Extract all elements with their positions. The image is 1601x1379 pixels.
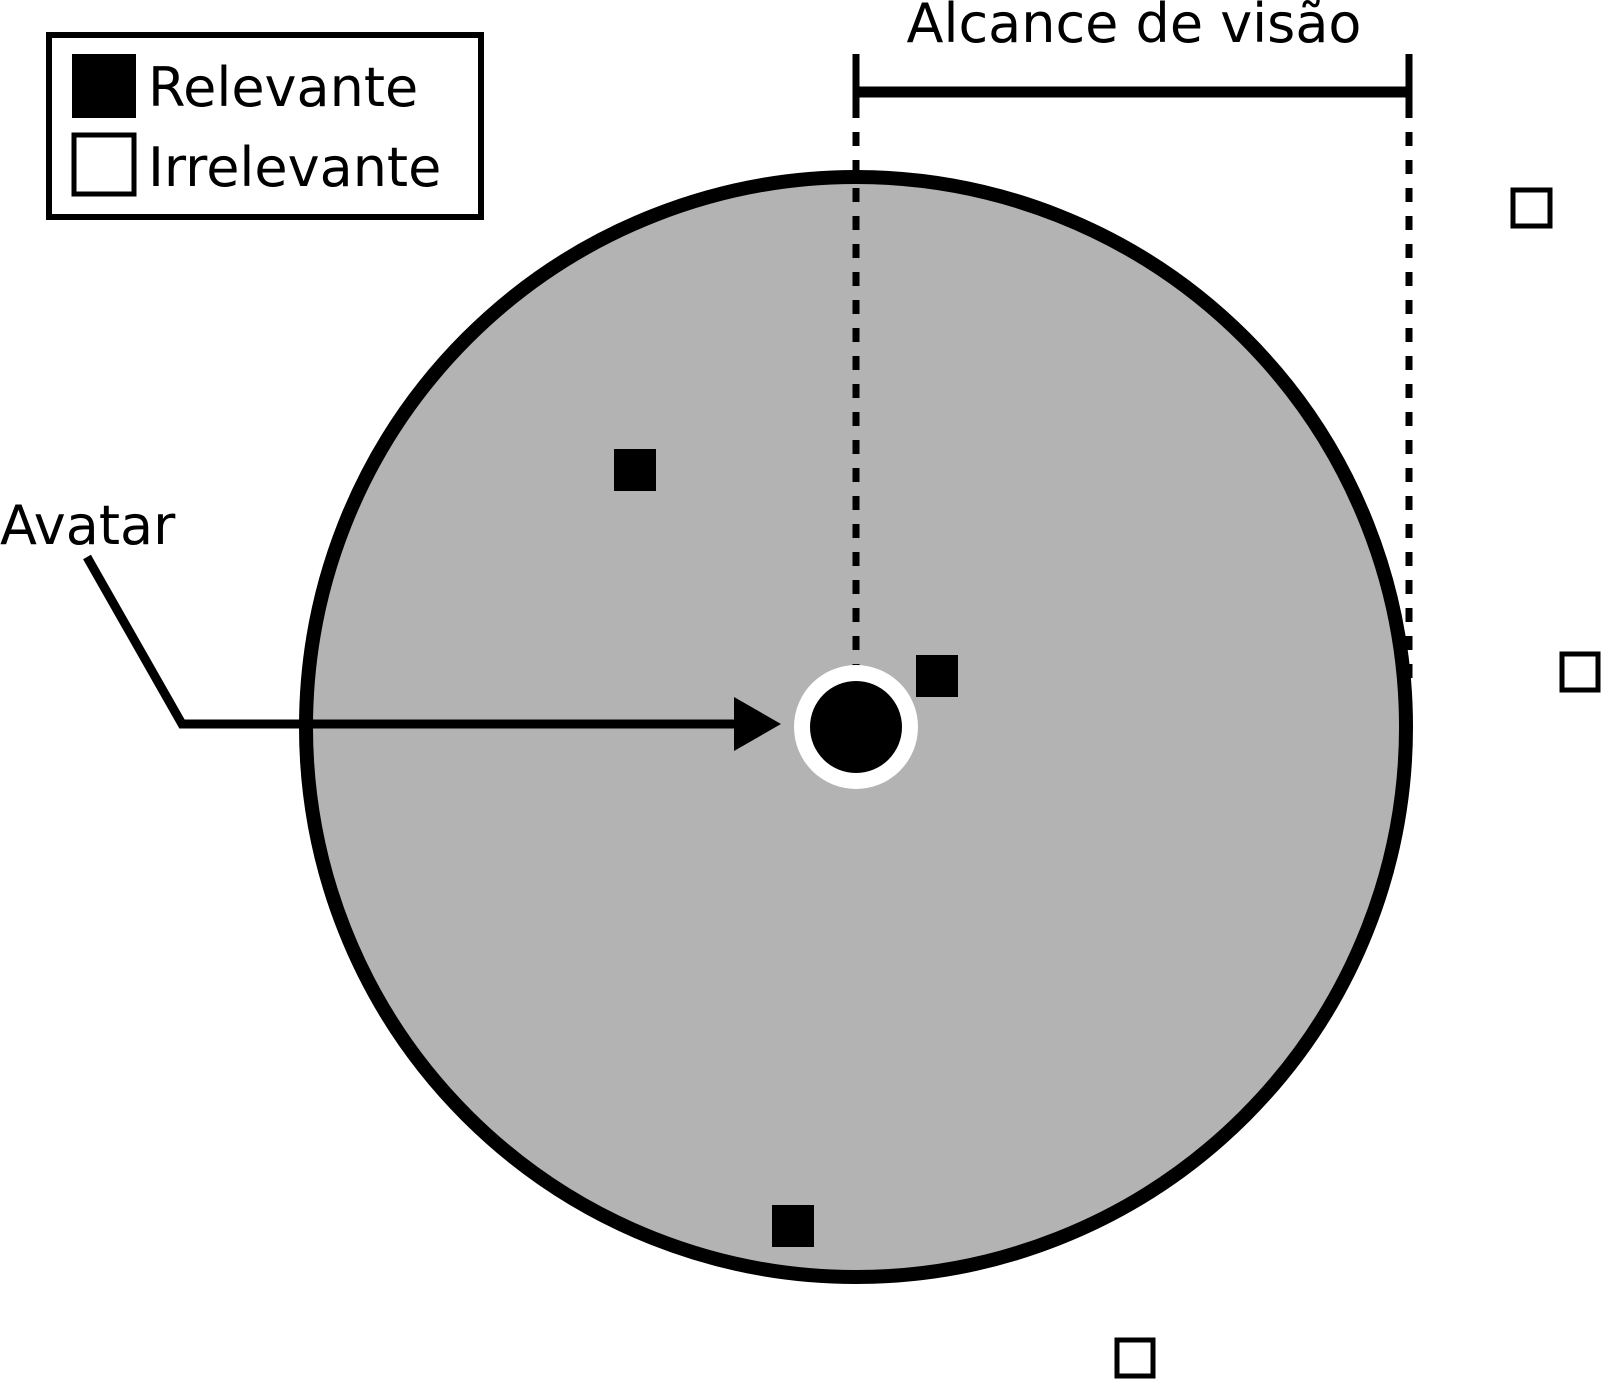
avatar bbox=[810, 681, 902, 773]
legend-irrelevant-label: Irrelevante bbox=[148, 136, 441, 199]
legend: Relevante Irrelevante bbox=[46, 32, 484, 220]
avatar-pointer-line bbox=[83, 554, 736, 729]
avatar-pointer-arrowhead bbox=[734, 697, 781, 751]
avatar-label: Avatar bbox=[0, 494, 176, 557]
irrelevant-object bbox=[1559, 651, 1601, 693]
vision-range-bar bbox=[852, 54, 1413, 110]
relevant-object bbox=[916, 655, 958, 697]
relevant-object bbox=[614, 449, 656, 491]
legend-irrelevant-swatch bbox=[71, 132, 137, 197]
vision-range-label: Alcance de visão bbox=[907, 0, 1362, 55]
legend-relevant-label: Relevante bbox=[148, 56, 418, 119]
irrelevant-object bbox=[1510, 187, 1553, 229]
relevant-object bbox=[772, 1205, 814, 1247]
legend-relevant-swatch bbox=[72, 54, 136, 118]
irrelevant-object bbox=[1114, 1337, 1156, 1379]
